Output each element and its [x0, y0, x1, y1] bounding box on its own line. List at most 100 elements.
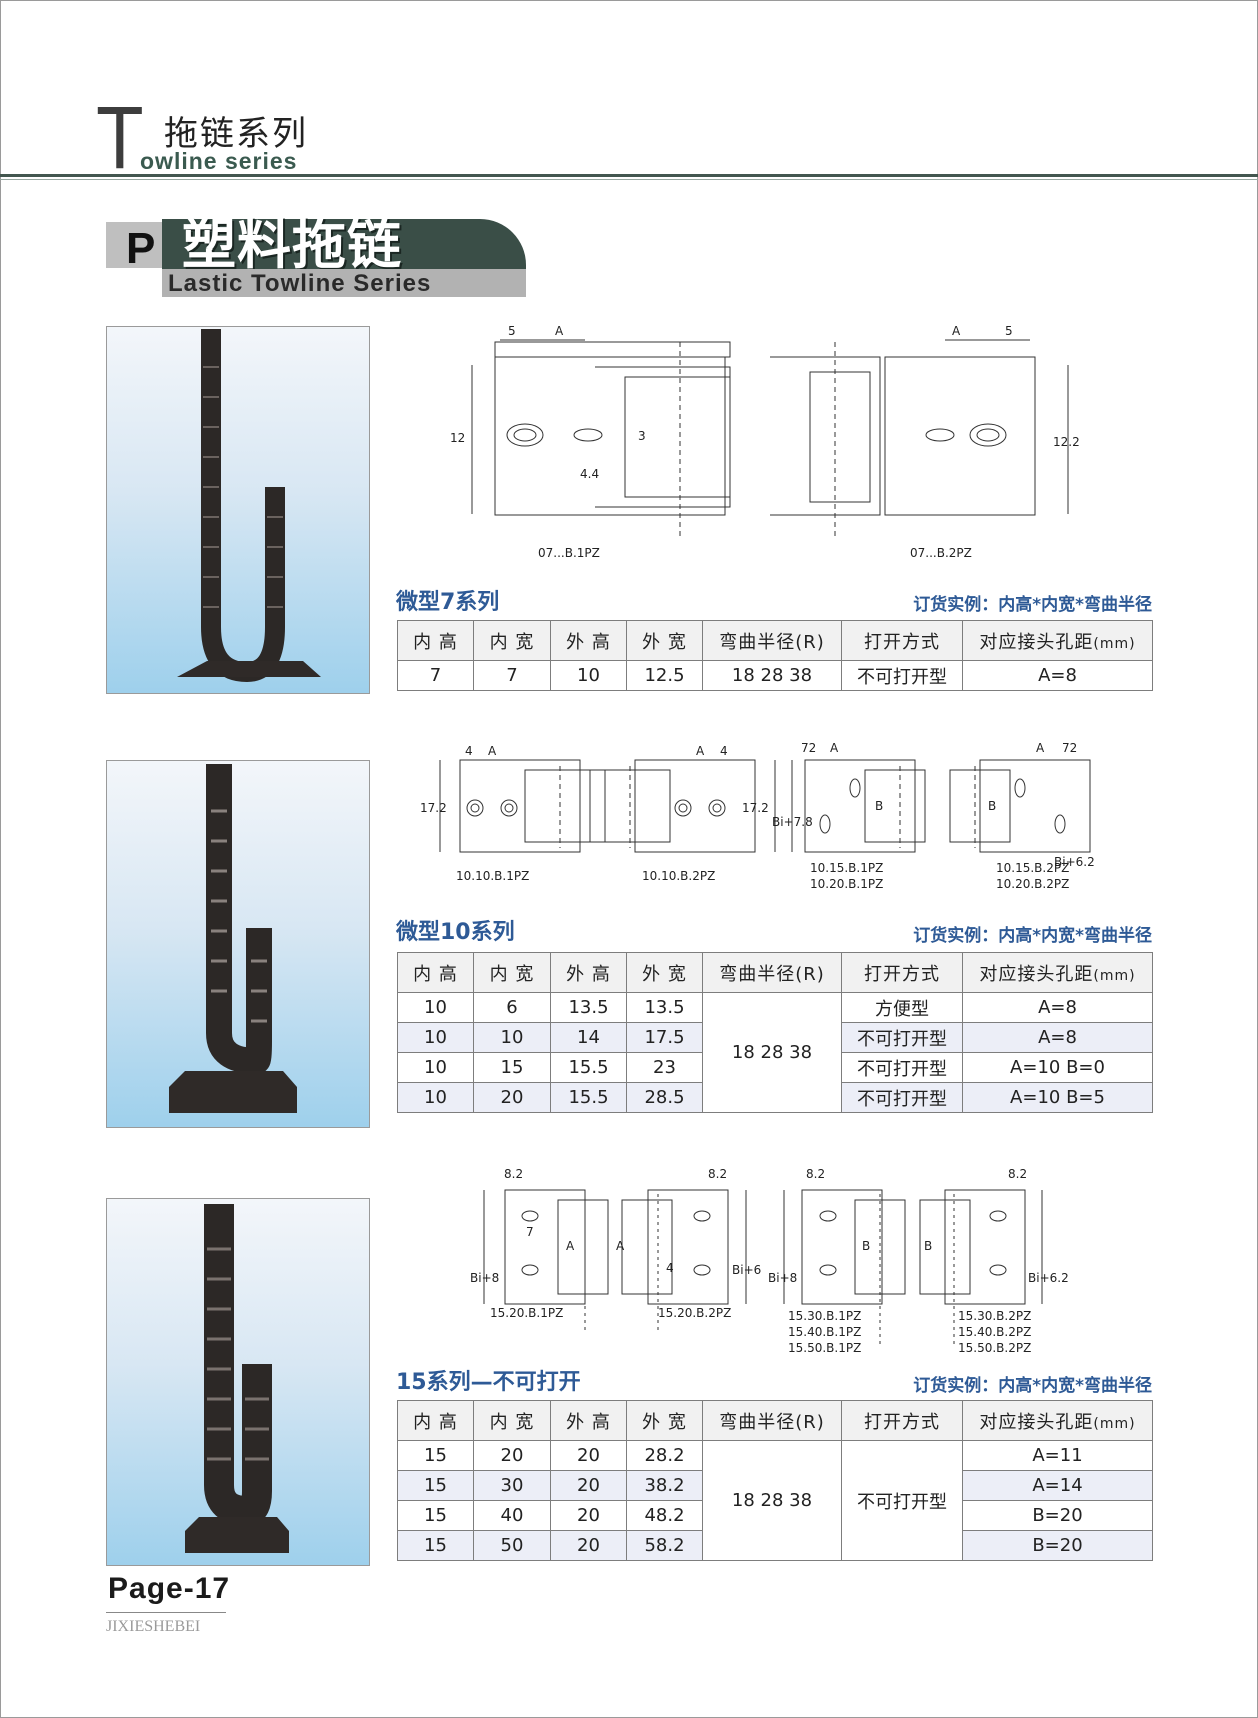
dim-label: Bi+6.2 — [1054, 855, 1095, 869]
drag-chain-image — [169, 764, 297, 1113]
part-number: 10.20.B.1PZ — [810, 877, 883, 891]
table-cell: 20 — [473, 1082, 551, 1113]
spec-table-15-series: 内 高 内 宽 外 高 外 宽 弯曲半径(R) 打开方式 对应接头孔距(mm) … — [397, 1400, 1153, 1561]
dim-label: A — [830, 741, 839, 755]
table-cell: 10 — [397, 1082, 474, 1113]
dim-label: 8.2 — [504, 1167, 523, 1181]
dim-label: Bi+7.8 — [772, 815, 813, 829]
dim-label: 72 — [801, 741, 816, 755]
table-cell: 38.2 — [626, 1470, 703, 1501]
table-cell: 20 — [550, 1500, 627, 1531]
dim-label: 12 — [450, 431, 465, 445]
banner-grey-block — [106, 222, 164, 268]
table-header-row: 内 高 内 宽 外 高 外 宽 弯曲半径(R) 打开方式 对应接头孔距(mm) — [397, 1400, 1153, 1441]
table-cell: 14 — [550, 1022, 627, 1053]
table-cell: 10 — [397, 1052, 474, 1083]
dim-label: B — [862, 1239, 870, 1253]
table-cell: A=10 B=0 — [962, 1052, 1153, 1083]
table-header-row: 内 高 内 宽 外 高 外 宽 弯曲半径(R) 打开方式 对应接头孔距(mm) — [397, 620, 1153, 661]
drag-chain-image — [185, 1204, 289, 1553]
table-cell: A=11 — [962, 1440, 1153, 1471]
table-cell: A=8 — [962, 992, 1153, 1023]
table-header-row: 内 高 内 宽 外 高 外 宽 弯曲半径(R) 打开方式 对应接头孔距(mm) — [397, 952, 1153, 993]
col-outer-height: 外 高 — [550, 1400, 627, 1441]
table-cell: 7 — [397, 660, 474, 691]
part-number: 07...B.2PZ — [910, 546, 972, 560]
table-cell: 15 — [397, 1470, 474, 1501]
part-number: 15.30.B.2PZ — [958, 1309, 1031, 1323]
dim-label: 17.2 — [742, 801, 769, 815]
table-cell: 30 — [473, 1470, 551, 1501]
table-cell: 不可打开型 — [841, 1082, 963, 1113]
part-number: 15.40.B.2PZ — [958, 1325, 1031, 1339]
col-outer-height: 外 高 — [550, 952, 627, 993]
dim-label: 8.2 — [1008, 1167, 1027, 1181]
dim-label: A — [616, 1239, 625, 1253]
banner-dark-block — [162, 219, 526, 269]
part-number: 10.15.B.1PZ — [810, 861, 883, 875]
table-cell: 15 — [397, 1500, 474, 1531]
technical-drawing-15-series: 8.2 8.2 8.2 8.2 7 A A 4 B B Bi+8 Bi+6 Bi… — [470, 1167, 1069, 1355]
part-number: 10.10.B.2PZ — [642, 869, 715, 883]
header-letter: T — [98, 90, 142, 188]
dim-label: B — [988, 799, 996, 813]
col-open-type: 打开方式 — [841, 952, 963, 993]
dim-label: 12.2 — [1053, 435, 1080, 449]
table-cell: 18 28 38 — [702, 660, 842, 691]
part-number: 10.20.B.2PZ — [996, 877, 1069, 891]
table-cell: 20 — [473, 1440, 551, 1471]
table-row: 10 20 15.5 28.5 不可打开型 A=10 B=5 — [397, 1082, 1153, 1113]
table-cell-merged: 18 28 38 — [702, 1440, 842, 1561]
table-cell: 50 — [473, 1530, 551, 1561]
dim-label: A — [566, 1239, 575, 1253]
table-cell: 17.5 — [626, 1022, 703, 1053]
table-row: 15 50 20 58.2 B=20 — [397, 1530, 1153, 1561]
spec-table-10-series: 内 高 内 宽 外 高 外 宽 弯曲半径(R) 打开方式 对应接头孔距(mm) … — [397, 952, 1153, 1113]
part-number: 10.15.B.2PZ — [996, 861, 1069, 875]
col-inner-width: 内 宽 — [473, 952, 551, 993]
order-example: 订货实例：内高*内宽*弯曲半径 — [913, 1376, 1152, 1396]
col-inner-height: 内 高 — [397, 1400, 474, 1441]
product-photo-7-series — [106, 326, 370, 694]
col-outer-width: 外 宽 — [626, 1400, 703, 1441]
spec-table-7-series: 内 高 内 宽 外 高 外 宽 弯曲半径(R) 打开方式 对应接头孔距(mm) … — [397, 620, 1153, 691]
table-row: 15 40 20 48.2 B=20 — [397, 1500, 1153, 1531]
col-bend-radius: 弯曲半径(R) — [702, 1400, 842, 1441]
dim-label: 4 — [666, 1261, 674, 1275]
dim-label: B — [924, 1239, 932, 1253]
table-cell: 7 — [473, 660, 551, 691]
dim-label: 4 — [465, 744, 473, 758]
table-cell-merged: 不可打开型 — [841, 1440, 963, 1561]
table-row: 10 10 14 17.5 不可打开型 A=8 — [397, 1022, 1153, 1053]
table-row: 15 30 20 38.2 A=14 — [397, 1470, 1153, 1501]
table-cell: 40 — [473, 1500, 551, 1531]
table-cell: 不可打开型 — [841, 660, 963, 691]
table-cell: 不可打开型 — [841, 1022, 963, 1053]
table-row: 15 20 20 28.2 18 28 38 不可打开型 A=11 — [397, 1440, 1153, 1561]
part-number: 15.40.B.1PZ — [788, 1325, 861, 1339]
table-cell: A=14 — [962, 1470, 1153, 1501]
col-inner-height: 内 高 — [397, 620, 474, 661]
dim-label: Bi+8 — [470, 1271, 499, 1285]
dim-label: 17.2 — [420, 801, 447, 815]
order-example: 订货实例：内高*内宽*弯曲半径 — [913, 595, 1152, 615]
table-cell: 20 — [550, 1470, 627, 1501]
table-cell: B=20 — [962, 1500, 1153, 1531]
table-cell: 13.5 — [550, 992, 627, 1023]
table-cell: 58.2 — [626, 1530, 703, 1561]
table-cell: A=10 B=5 — [962, 1082, 1153, 1113]
dim-label: 8.2 — [806, 1167, 825, 1181]
technical-drawing-10-series: 4 A A 4 17.2 17.2 72 A B B A 72 Bi+7.8 B… — [420, 741, 1095, 891]
banner-title-cn: 塑料拖链 — [182, 213, 402, 276]
table-cell: 15 — [397, 1440, 474, 1471]
footer-brand: JIXIESHEBEI — [106, 1618, 201, 1635]
col-open-type: 打开方式 — [841, 620, 963, 661]
dim-label: A — [1036, 741, 1045, 755]
col-inner-width: 内 宽 — [473, 1400, 551, 1441]
col-hole-distance: 对应接头孔距(mm) — [962, 1400, 1153, 1441]
part-number: 15.30.B.1PZ — [788, 1309, 861, 1323]
table-cell: 6 — [473, 992, 551, 1023]
table-row: 10 15 15.5 23 不可打开型 A=10 B=0 — [397, 1052, 1153, 1083]
table-cell: 方便型 — [841, 992, 963, 1023]
col-open-type: 打开方式 — [841, 1400, 963, 1441]
